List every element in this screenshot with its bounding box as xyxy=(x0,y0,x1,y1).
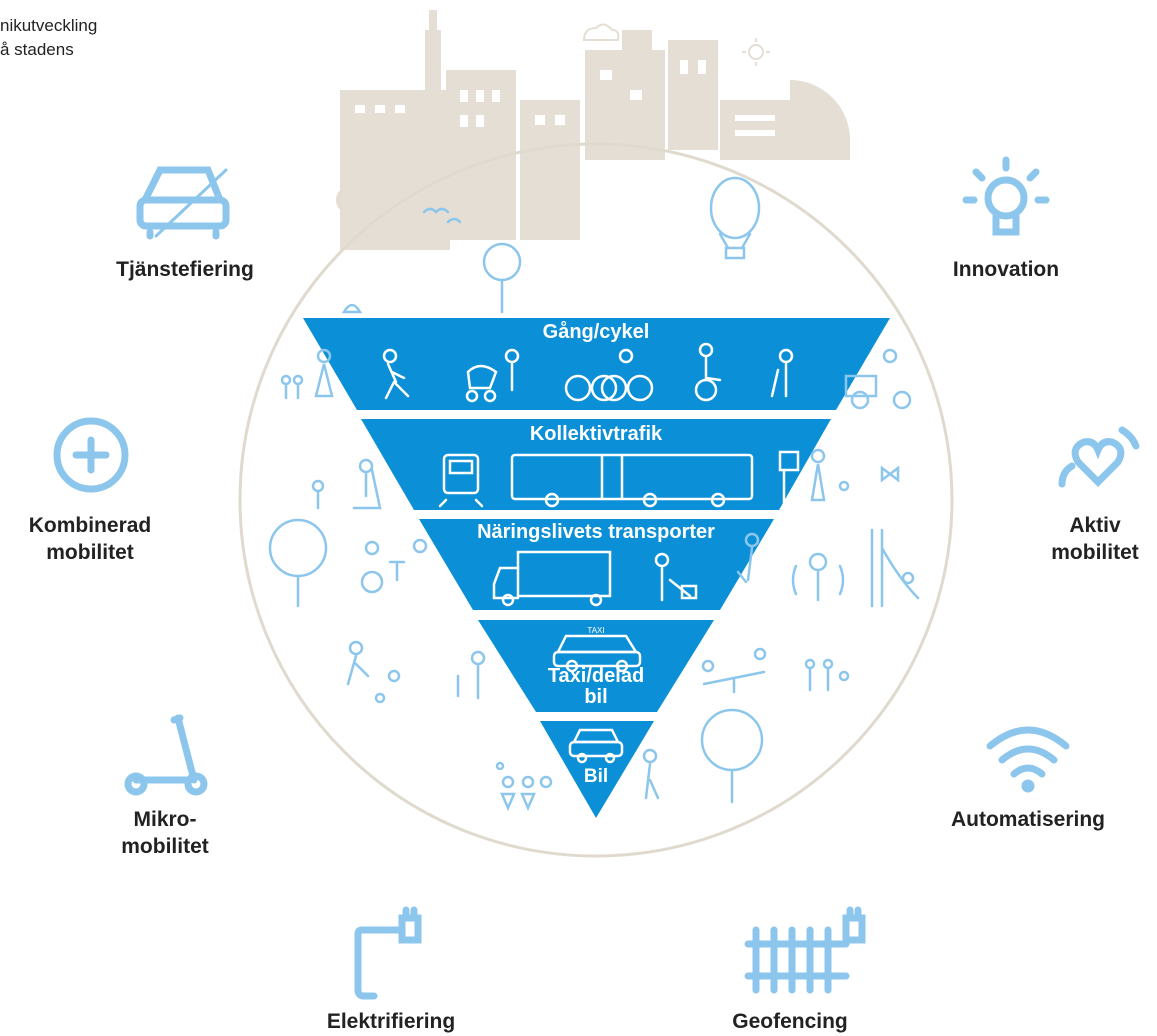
large-tree-icon xyxy=(268,518,328,608)
truck-icon xyxy=(492,550,612,607)
tier-label-taxi-shared-car: Taxi/delad bil xyxy=(547,665,645,708)
tech-geofencing: Geofencing xyxy=(700,1008,880,1035)
delivery-person-icon xyxy=(654,552,698,602)
tech-label: Tjänstefiering xyxy=(116,258,254,281)
crossed-car-icon xyxy=(136,166,230,240)
slide-icon xyxy=(870,528,920,608)
tier-label-business-transport: Näringslivets transporter xyxy=(477,521,715,543)
walker-with-bag-icon xyxy=(736,532,760,584)
scooter-person-icon xyxy=(352,458,382,510)
butterfly-icon xyxy=(880,465,900,483)
lightbulb-icon xyxy=(962,156,1050,236)
tech-innovation: Innovation xyxy=(906,256,1106,283)
bus-icon xyxy=(510,453,754,508)
stroller-icon xyxy=(465,348,520,403)
small-flowers-icon xyxy=(804,658,850,692)
tech-label: Aktiv mobilitet xyxy=(1051,514,1139,564)
runner-icon xyxy=(382,348,410,400)
tech-label: Innovation xyxy=(952,258,1060,281)
surrounding-pictograms xyxy=(268,176,920,812)
skyline-details xyxy=(355,60,775,136)
fence-plug-icon xyxy=(744,906,866,994)
tech-automation: Automatisering xyxy=(920,806,1136,833)
plus-circle-icon xyxy=(53,417,129,493)
family-icon xyxy=(280,348,334,400)
rabbit-icon xyxy=(341,303,363,314)
bicycles-icon xyxy=(564,348,654,402)
intro-text: nikutveckling å stadens xyxy=(0,14,97,62)
wifi-icon xyxy=(986,726,1070,793)
construction-worker-icon xyxy=(791,552,845,602)
car-icon xyxy=(568,728,624,764)
intro-line-1: nikutveckling xyxy=(0,16,98,35)
cargo-bike-icon xyxy=(844,348,912,410)
plug-icon xyxy=(354,906,422,1000)
wheelchair-icon xyxy=(694,342,722,402)
tech-label: Automatisering xyxy=(950,808,1105,831)
round-tree-icon xyxy=(700,708,764,804)
tier-label-car: Bil xyxy=(583,766,609,787)
tier-pictograms xyxy=(382,342,800,764)
cafe-table-icon xyxy=(360,538,428,594)
flower-icon xyxy=(311,479,325,510)
children-group-icon xyxy=(495,761,553,812)
tech-label: Mikro-mobilitet xyxy=(121,808,209,858)
tech-label: Geofencing xyxy=(732,1010,848,1033)
seesaw-icon xyxy=(701,647,767,694)
train-icon xyxy=(438,453,484,508)
hiker-icon xyxy=(642,748,660,800)
heart-signal-icon xyxy=(1058,426,1140,488)
elderly-walker-icon xyxy=(456,650,486,700)
tech-micro-mobility: Mikro-mobilitet xyxy=(100,806,230,860)
tier-walk-cycle xyxy=(303,318,890,410)
taxi-car-icon xyxy=(552,634,642,673)
tech-combined-mobility: Kombinerad mobilitet xyxy=(10,512,170,566)
elderly-icon xyxy=(770,348,794,398)
bus-stop-icon xyxy=(778,450,800,506)
taxi-sign: TAXI xyxy=(587,626,604,635)
tier-label-walk-cycle: Gång/cykel xyxy=(542,321,650,343)
cloud-icon xyxy=(582,23,620,41)
parent-child-icon xyxy=(810,448,850,502)
intro-line-2: å stadens xyxy=(0,40,74,59)
tree-icon xyxy=(482,242,522,314)
scooter-icon xyxy=(124,714,208,796)
tech-service-ification: Tjänstefiering xyxy=(80,256,290,283)
tier-car xyxy=(540,721,654,818)
tech-electrification: Elektrifiering xyxy=(286,1008,496,1035)
playing-children-icon xyxy=(346,640,401,704)
tech-label: Elektrifiering xyxy=(326,1010,456,1033)
mobility-circle xyxy=(238,142,954,858)
city-skyline xyxy=(336,10,850,250)
tech-active-mobility: Aktiv mobilitet xyxy=(1040,512,1150,566)
birds-icon xyxy=(422,207,462,224)
tech-label: Kombinerad mobilitet xyxy=(28,514,152,564)
sun-icon xyxy=(742,38,770,66)
balloon-icon xyxy=(709,176,761,260)
tier-label-public-transport: Kollektivtrafik xyxy=(529,423,663,445)
